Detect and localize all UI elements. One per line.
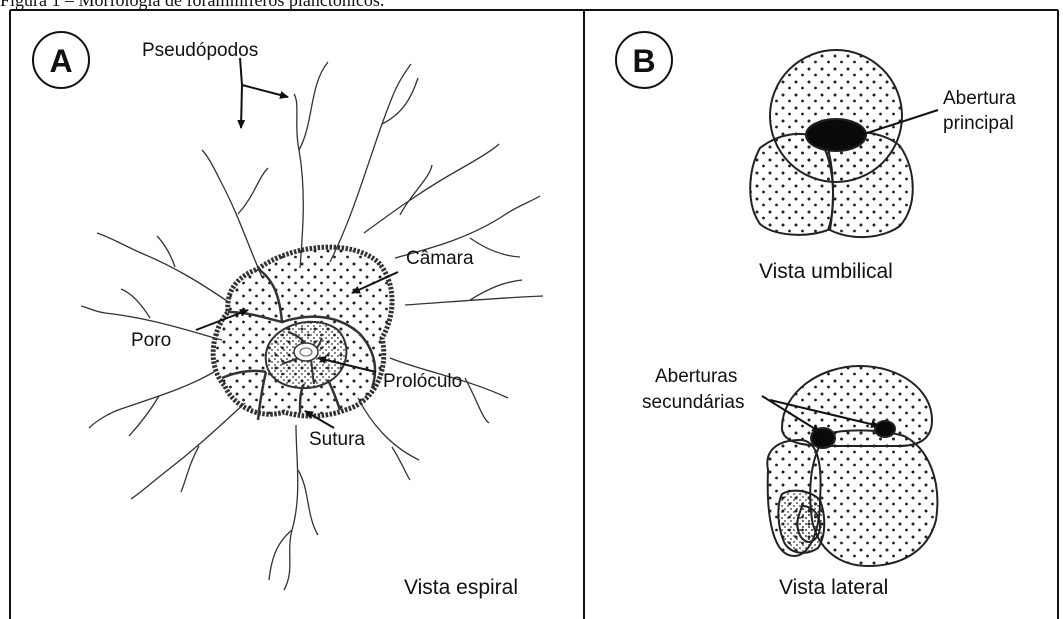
test-shell <box>213 247 392 420</box>
umbilical-view <box>750 50 913 237</box>
label-pseudopodos: Pseudópodos <box>142 40 258 61</box>
label-proloculo: Prolóculo <box>383 371 462 392</box>
panel-a-letter: A <box>49 43 72 79</box>
view-label-lateral: Vista lateral <box>779 576 888 599</box>
panel-a: A <box>33 32 543 599</box>
label-sutura: Sutura <box>309 429 365 450</box>
view-label-umbilical: Vista umbilical <box>759 260 893 283</box>
label-aberturas-line2: secundárias <box>642 392 744 413</box>
panel-b-letter: B <box>632 43 655 79</box>
label-aberturas-line1: Aberturas <box>655 366 737 387</box>
abertura-secundaria-1 <box>811 428 835 448</box>
label-poro: Poro <box>131 330 171 351</box>
abertura-secundaria-2 <box>875 421 895 437</box>
view-label-espiral: Vista espiral <box>404 576 518 599</box>
lateral-view <box>767 366 937 566</box>
panel-b: B Abertura principal Vista umbilical <box>616 32 1016 599</box>
label-camara: Câmara <box>406 248 474 269</box>
label-abertura-line1: Abertura <box>943 88 1016 109</box>
label-abertura-line2: principal <box>943 113 1014 134</box>
abertura-principal-mark <box>806 119 866 151</box>
